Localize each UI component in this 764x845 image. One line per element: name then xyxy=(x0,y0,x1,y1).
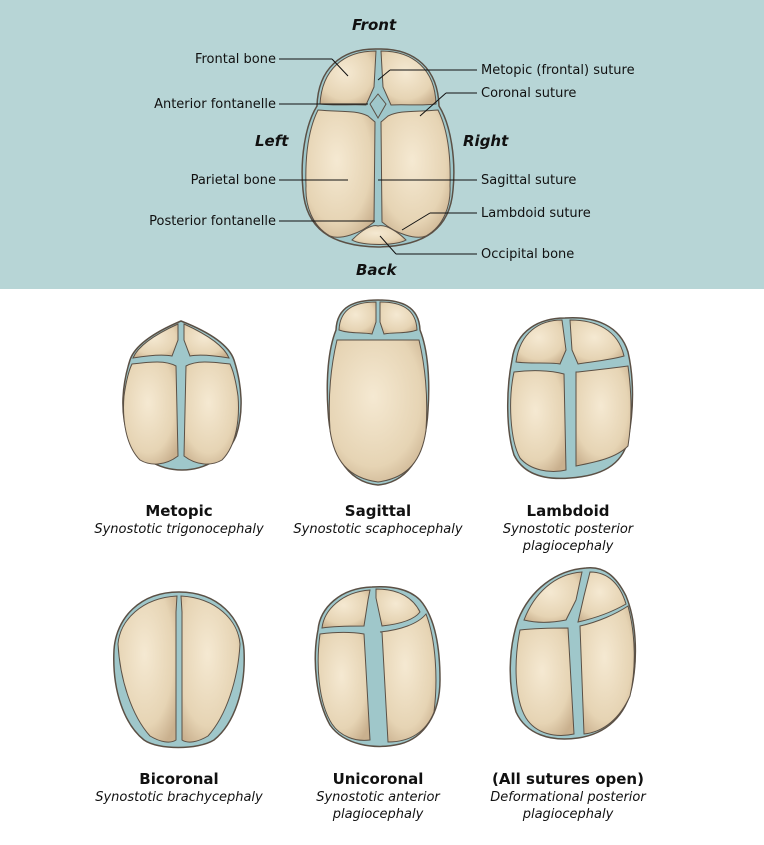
sagittal-skull xyxy=(326,299,430,486)
caption-title: Sagittal xyxy=(344,502,412,520)
direction-left: Left xyxy=(255,132,289,150)
metopic-skull xyxy=(122,320,242,471)
deformational-skull xyxy=(509,567,637,740)
direction-back: Back xyxy=(356,261,397,279)
label-posterior-fontanelle: Posterior fontanelle xyxy=(149,214,276,229)
direction-front: Front xyxy=(352,16,397,34)
caption-title: Bicoronal xyxy=(139,770,219,788)
label-parietal-bone: Parietal bone xyxy=(190,173,276,188)
caption-subtitle: Synostotic posterior plagiocephaly xyxy=(502,522,634,554)
direction-right: Right xyxy=(463,132,509,150)
caption-sagittal: Sagittal Synostotic scaphocephaly xyxy=(268,502,488,538)
label-occipital-bone: Occipital bone xyxy=(481,247,575,262)
caption-all-open: (All sutures open) Deformational posteri… xyxy=(458,770,678,823)
label-coronal-suture: Coronal suture xyxy=(481,86,577,101)
label-metopic-suture: Metopic (frontal) suture xyxy=(481,63,635,78)
caption-title: (All sutures open) xyxy=(492,770,644,788)
unicoronal-skull xyxy=(314,586,441,748)
label-lambdoid-suture: Lambdoid suture xyxy=(481,206,591,221)
caption-subtitle: Synostotic brachycephaly xyxy=(95,790,263,805)
caption-bicoronal: Bicoronal Synostotic brachycephaly xyxy=(69,770,289,806)
lambdoid-skull xyxy=(507,317,634,480)
label-anterior-fontanelle: Anterior fontanelle xyxy=(154,97,276,112)
leader-lines xyxy=(279,58,477,255)
bicoronal-skull xyxy=(113,591,245,749)
caption-title: Lambdoid xyxy=(526,502,610,520)
caption-subtitle: Deformational posterior plagiocephaly xyxy=(490,790,646,822)
label-sagittal-suture: Sagittal suture xyxy=(481,173,577,188)
caption-title: Unicoronal xyxy=(332,770,424,788)
label-frontal-bone: Frontal bone xyxy=(194,52,276,67)
caption-subtitle: Synostotic trigonocephaly xyxy=(94,522,264,537)
caption-title: Metopic xyxy=(145,502,213,520)
caption-subtitle: Synostotic anterior plagiocephaly xyxy=(316,790,440,822)
normal-skull-illustration xyxy=(301,48,455,248)
caption-metopic: Metopic Synostotic trigonocephaly xyxy=(69,502,289,538)
caption-lambdoid: Lambdoid Synostotic posterior plagioceph… xyxy=(458,502,678,555)
caption-unicoronal: Unicoronal Synostotic anterior plagiocep… xyxy=(268,770,488,823)
caption-subtitle: Synostotic scaphocephaly xyxy=(293,522,463,537)
